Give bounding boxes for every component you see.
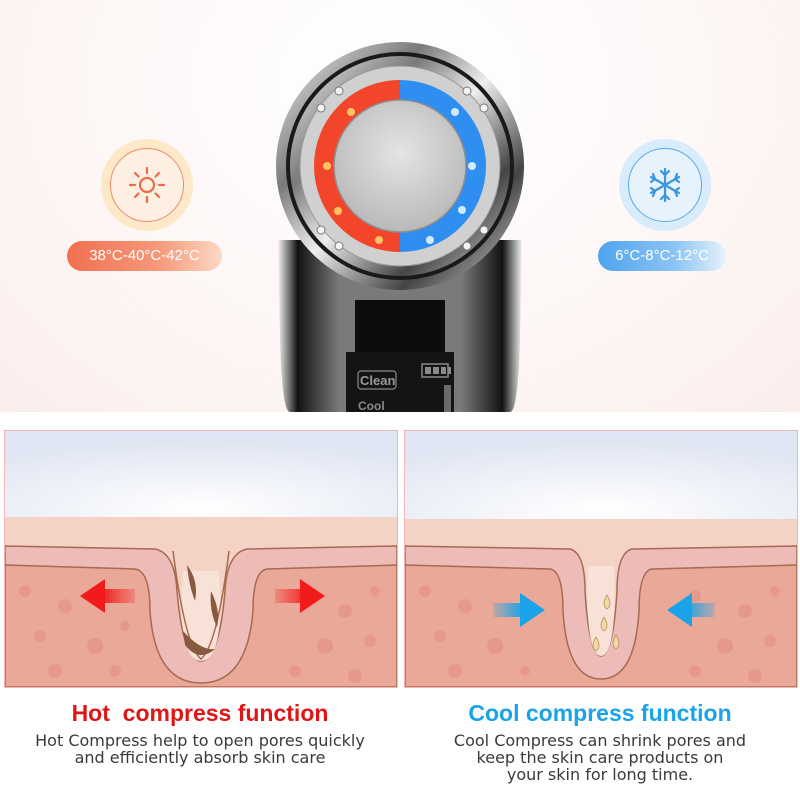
desc-line: your skin for long time.: [506, 765, 694, 784]
snowflake-icon: [649, 167, 681, 203]
inward-arrow-left-icon: [493, 593, 545, 627]
hot-compress-illustration: [4, 430, 398, 688]
desc-line: Hot Compress help to open pores quickly: [35, 731, 365, 750]
cool-compress-illustration: [404, 430, 798, 688]
hot-temperature-label: 38°C-40°C-42°C: [67, 241, 222, 271]
cool-compress-title: Cool compress function: [468, 700, 732, 726]
screen-mode-cool: Cool: [358, 399, 385, 412]
screen-mode-clean: Clean: [360, 373, 395, 388]
skincare-droplets: [592, 594, 620, 652]
hot-compress-title: Hot compress function: [71, 700, 329, 726]
desc-line: keep the skin care products on: [476, 748, 724, 767]
sun-icon: [128, 166, 166, 204]
hot-badge: [101, 139, 193, 231]
outward-arrow-right-icon: [275, 579, 325, 613]
inward-arrow-right-icon: [667, 593, 715, 627]
cold-badge: [619, 139, 711, 231]
hero-section: 38°C-40°C-42°C 6°C-8°C-12°C: [0, 0, 800, 413]
battery-icon: [421, 363, 451, 378]
device-screen: [346, 352, 454, 412]
impurity-particles: [183, 565, 219, 656]
hot-compress-description: Hot Compress help to open pores quickly …: [0, 732, 400, 766]
cool-compress-caption: Cool compress function Cool Compress can…: [400, 700, 800, 783]
hot-compress-caption: Hot compress function Hot Compress help …: [0, 700, 400, 766]
outward-arrow-left-icon: [80, 579, 135, 613]
cold-temperature-label: 6°C-8°C-12°C: [598, 241, 726, 271]
desc-line: and efficiently absorb skin care: [74, 748, 326, 767]
cool-compress-description: Cool Compress can shrink pores and keep …: [400, 732, 800, 783]
beauty-device: Clean Cool: [250, 40, 550, 413]
desc-line: Cool Compress can shrink pores and: [453, 731, 747, 750]
